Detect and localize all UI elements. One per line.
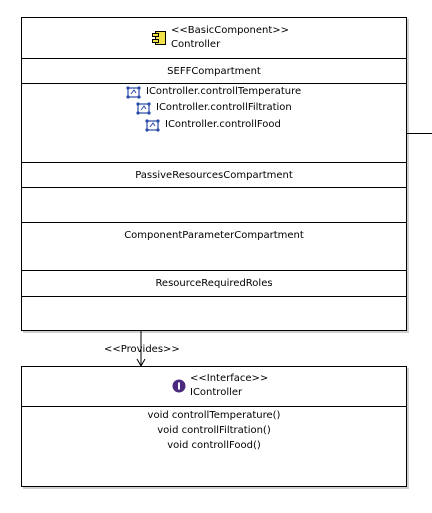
component-box-controller[interactable]: <<BasicComponent>> Controller SEFFCompar…	[21, 17, 407, 331]
required-role-connector-line[interactable]	[406, 133, 432, 134]
resource-required-roles-title: ResourceRequiredRoles	[155, 278, 273, 289]
passive-resources-compartment-title: PassiveResourcesCompartment	[135, 170, 293, 181]
interface-operation[interactable]: void controllFiltration()	[157, 425, 271, 436]
divider	[22, 162, 406, 163]
seff-icon	[145, 118, 161, 132]
interface-header: I <<Interface>> IController	[22, 367, 406, 406]
component-stereotype: <<BasicComponent>>	[171, 25, 290, 36]
interface-icon: I	[172, 379, 186, 393]
interface-name: IController	[190, 387, 243, 398]
provides-label: <<Provides>>	[104, 344, 180, 355]
divider	[22, 296, 406, 297]
basic-component-icon	[152, 31, 167, 45]
divider	[22, 222, 406, 223]
interface-operation[interactable]: void controllFood()	[167, 440, 261, 451]
component-name: Controller	[171, 39, 221, 50]
interface-operation[interactable]: void controllTemperature()	[147, 410, 281, 421]
divider	[22, 187, 406, 188]
seff-item-label: IController.controllFiltration	[156, 102, 292, 113]
seff-icon	[136, 101, 152, 115]
divider	[22, 270, 406, 271]
interface-stereotype: <<Interface>>	[190, 373, 269, 384]
seff-item-label: IController.controllFood	[165, 119, 281, 130]
seff-item-label: IController.controllTemperature	[146, 86, 302, 97]
svg-text:I: I	[177, 382, 181, 393]
divider	[22, 83, 406, 84]
component-parameter-compartment-title: ComponentParameterCompartment	[124, 230, 304, 241]
divider	[22, 406, 406, 407]
seff-icon	[126, 85, 142, 99]
component-header: <<BasicComponent>> Controller	[22, 18, 406, 58]
divider	[22, 58, 406, 59]
seff-compartment-title: SEFFCompartment	[167, 66, 261, 77]
interface-box-icontroller[interactable]: I <<Interface>> IController void control…	[21, 366, 407, 487]
